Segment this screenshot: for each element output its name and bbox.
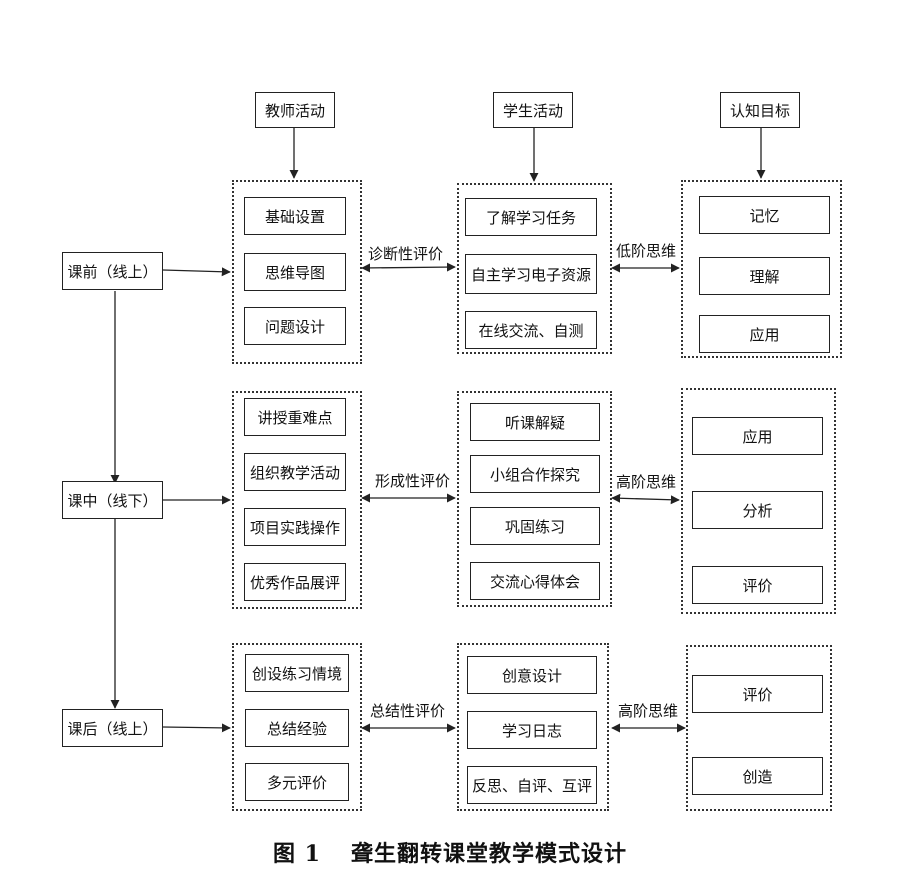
cognitive-item-in-1: 应用 xyxy=(692,417,823,455)
cognitive-item-pre-2: 理解 xyxy=(699,257,830,295)
cognitive-item-post-2: 创造 xyxy=(692,757,823,795)
pre-to-teacher-arrow xyxy=(162,267,231,277)
post-to-teacher-arrow xyxy=(162,723,231,733)
cognitive-group-pre xyxy=(681,180,842,358)
teacher-item-pre-2: 思维导图 xyxy=(244,253,346,291)
teacher-item-pre-1: 基础设置 xyxy=(244,197,346,235)
cognitive-item-pre-1: 记忆 xyxy=(699,196,830,234)
student-header: 学生活动 xyxy=(493,92,573,128)
teacher-item-post-3: 多元评价 xyxy=(245,763,349,801)
eval-label-in: 形成性评价 xyxy=(375,472,451,490)
thinking-label-in: 高阶思维 xyxy=(616,473,677,491)
student-item-post-1: 创意设计 xyxy=(467,656,597,694)
cognitive-item-post-1: 评价 xyxy=(692,675,823,713)
stage-pre: 课前（线上） xyxy=(62,252,163,290)
student-group-in xyxy=(457,391,612,607)
cognitive-item-in-3: 评价 xyxy=(692,566,823,604)
thinking-label-post: 高阶思维 xyxy=(618,702,679,720)
eval-label-pre: 诊断性评价 xyxy=(368,245,444,263)
pre-eval-arrow xyxy=(361,262,456,273)
thinking-label-pre: 低阶思维 xyxy=(616,242,677,260)
teacher-group-post xyxy=(232,643,362,811)
teacher-item-post-2: 总结经验 xyxy=(245,709,349,747)
teacher-item-in-4: 优秀作品展评 xyxy=(244,563,346,601)
teacher-group-in xyxy=(232,391,362,609)
teacher-group-pre xyxy=(232,180,362,364)
student-item-in-3: 巩固练习 xyxy=(470,507,600,545)
student-item-in-1: 听课解疑 xyxy=(470,403,600,441)
cognitive-group-post xyxy=(686,645,832,811)
student-item-in-2: 小组合作探究 xyxy=(470,455,600,493)
student-item-pre-1: 了解学习任务 xyxy=(465,198,597,236)
cognitive-item-pre-3: 应用 xyxy=(699,315,830,353)
teacher-header: 教师活动 xyxy=(255,92,335,128)
student-item-pre-3: 在线交流、自测 xyxy=(465,311,597,349)
teacher-item-in-2: 组织教学活动 xyxy=(244,453,346,491)
teacher-item-post-1: 创设练习情境 xyxy=(245,654,349,692)
teacher-item-in-1: 讲授重难点 xyxy=(244,398,346,436)
figure-title: 聋生翻转课堂教学模式设计 xyxy=(350,841,627,867)
eval-label-post: 总结性评价 xyxy=(370,702,446,720)
student-group-pre xyxy=(457,183,612,354)
cognitive-item-in-2: 分析 xyxy=(692,491,823,529)
teacher-item-in-3: 项目实践操作 xyxy=(244,508,346,546)
student-group-post xyxy=(457,643,609,811)
teacher-item-pre-3: 问题设计 xyxy=(244,307,346,345)
figure-number: 图 1 xyxy=(273,841,321,867)
student-item-pre-2: 自主学习电子资源 xyxy=(465,254,597,294)
stage-in: 课中（线下） xyxy=(62,481,163,519)
cognitive-header: 认知目标 xyxy=(720,92,800,128)
student-item-post-3: 反思、自评、互评 xyxy=(467,766,597,804)
stage-post: 课后（线上） xyxy=(62,709,163,747)
figure-caption: 图 1 聋生翻转课堂教学模式设计 xyxy=(0,836,900,868)
in-thinking-arrow xyxy=(611,493,680,505)
student-item-post-2: 学习日志 xyxy=(467,711,597,749)
cognitive-group-in xyxy=(681,388,836,614)
student-item-in-4: 交流心得体会 xyxy=(470,562,600,600)
